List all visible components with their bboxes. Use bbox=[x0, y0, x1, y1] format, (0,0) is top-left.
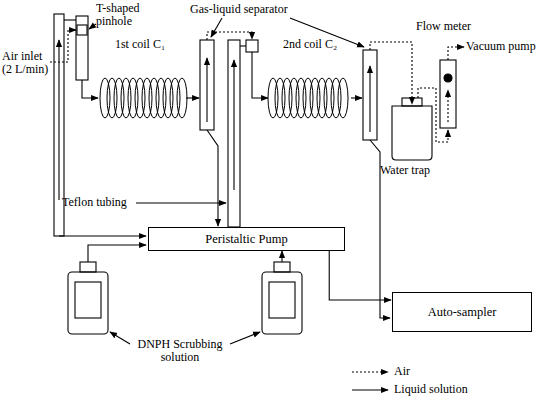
air-flow bbox=[418, 88, 448, 142]
legend-text: Air bbox=[394, 365, 410, 378]
air-flow bbox=[50, 30, 76, 62]
water-trap bbox=[392, 106, 432, 160]
part-label: 1st coil C₁ bbox=[114, 38, 166, 51]
legend-text: Liquid solution bbox=[394, 383, 468, 396]
bottle-label bbox=[269, 282, 295, 318]
liquid-flow bbox=[59, 235, 146, 236]
liquid-flow bbox=[207, 130, 218, 226]
liquid-connector bbox=[329, 251, 391, 300]
t-pinhole bbox=[77, 25, 87, 35]
liquid-flow bbox=[186, 97, 199, 98]
liquid-flow bbox=[351, 97, 362, 98]
sampler-box: Auto-sampler bbox=[392, 292, 532, 332]
air-flow bbox=[447, 90, 448, 122]
part-label: 2nd coil C₂ bbox=[282, 38, 338, 51]
dnph-bottle bbox=[262, 272, 302, 334]
legend-air-sample bbox=[352, 371, 388, 372]
part-label: Gas-liquid separator bbox=[190, 3, 320, 16]
pinhole-column bbox=[76, 16, 88, 80]
liquid-flow bbox=[252, 52, 268, 98]
liquid-flow bbox=[281, 251, 282, 262]
legend-liquid-sample bbox=[352, 389, 388, 390]
dnph-bottle bbox=[68, 272, 108, 334]
bottle-cap bbox=[80, 262, 96, 272]
liquid-flow bbox=[233, 60, 234, 190]
liquid-flow bbox=[58, 40, 59, 200]
liquid-flow bbox=[206, 58, 207, 122]
tube-link bbox=[240, 45, 246, 46]
liquid-flow bbox=[82, 80, 98, 98]
part-label: Water trap bbox=[380, 164, 444, 177]
flow-meter bbox=[440, 60, 456, 128]
leader-line bbox=[211, 18, 222, 37]
part-label: Air inlet (2 L/min) bbox=[2, 50, 52, 76]
box-text: Peristaltic Pump bbox=[205, 232, 287, 247]
air-flow bbox=[370, 42, 412, 104]
trap-cap bbox=[402, 98, 422, 106]
liquid-flow bbox=[369, 66, 370, 132]
flow-meter-ball bbox=[444, 74, 452, 82]
leader-line bbox=[230, 332, 260, 344]
part-label: DNPH Scrubbing solution bbox=[118, 338, 242, 364]
pump-box: Peristaltic Pump bbox=[148, 227, 345, 251]
part-label: Teflon tubing bbox=[62, 196, 136, 209]
part-label: Vacuum pump bbox=[466, 40, 540, 53]
coil-winding bbox=[338, 78, 348, 118]
t-pinhole bbox=[246, 40, 258, 52]
box-text: Auto-sampler bbox=[428, 305, 497, 320]
part-label: T-shaped pinhole bbox=[96, 2, 148, 28]
tube-link bbox=[64, 19, 76, 20]
air-flow bbox=[448, 47, 464, 60]
bottle-cap bbox=[274, 262, 290, 272]
teflon-tube bbox=[228, 40, 240, 227]
bottle-label bbox=[75, 282, 101, 318]
coil-winding bbox=[177, 78, 187, 118]
leader-line bbox=[89, 24, 96, 29]
leader-line bbox=[136, 202, 226, 203]
gas-liquid-separator bbox=[200, 40, 214, 130]
gas-liquid-separator bbox=[363, 50, 377, 140]
liquid-flow bbox=[88, 245, 146, 262]
part-label: Flow meter bbox=[416, 20, 480, 33]
leader-line bbox=[110, 332, 130, 344]
